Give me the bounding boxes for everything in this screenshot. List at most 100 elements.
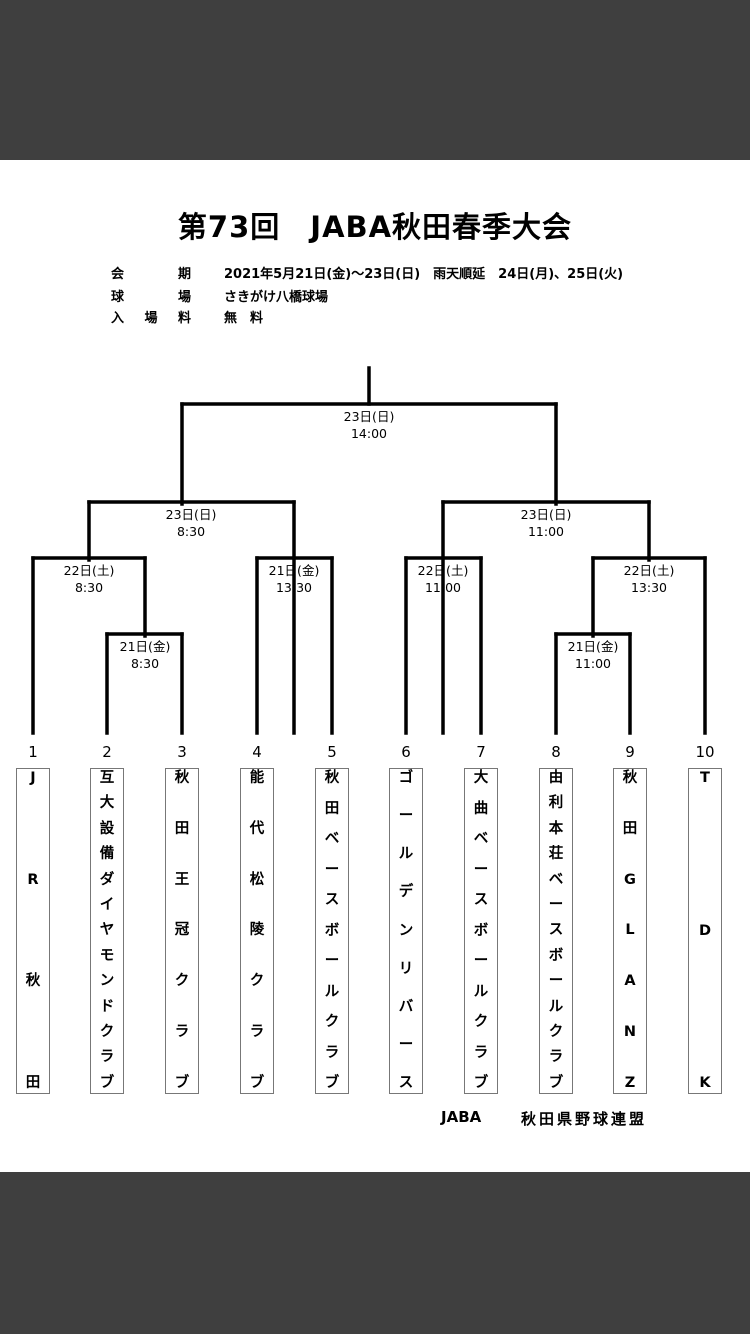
team-name-char: 本 [548, 820, 564, 837]
team-name-char: ラ [473, 1044, 489, 1061]
team-name-char: デ [398, 884, 414, 901]
stadium-label: 球場 [111, 290, 191, 305]
team-name-box-8: 由利本荘ベースボールクラブ [539, 768, 573, 1094]
period-value: 2021年5月21日(金)～23日(日) 雨天順延 24日(月)、25日(火) [224, 267, 624, 282]
stadium-value: さきがけ八橋球場 [224, 290, 329, 305]
team-name-char: ブ [249, 1074, 265, 1091]
team-name-box-5: 秋田ベースボールクラブ [315, 768, 349, 1094]
team-name-char: 王 [174, 871, 190, 888]
team-name-char: 由 [548, 770, 564, 786]
team-name-char: 秋 [25, 973, 41, 990]
match-time-final: 14:00 [351, 426, 387, 441]
match-date-r1-left: 21日(金) [120, 639, 171, 654]
page-title: 第73回 JABA秋田春季大会 [177, 210, 573, 244]
team-name-char: ブ [174, 1074, 190, 1091]
period-label: 会期 [111, 267, 191, 282]
team-name-char: J [30, 770, 36, 786]
team-name-char: ベ [324, 831, 340, 847]
team-name-char: ー [473, 861, 489, 878]
team-name-char: ブ [324, 1075, 340, 1091]
footer-org-federation: 秋田県野球連盟 [521, 1110, 648, 1128]
team-name-char: ー [324, 861, 340, 878]
team-name-char: Z [624, 1074, 636, 1091]
team-name-char: 冠 [174, 922, 190, 939]
team-number-8: 8 [551, 743, 561, 761]
team-name-char: 秋 [622, 770, 638, 786]
team-name-char: ク [99, 1024, 115, 1041]
team-name-char: R [27, 871, 39, 888]
team-name-char: ラ [99, 1049, 115, 1066]
team-name-char: 秋 [324, 770, 340, 786]
match-time-semi-right: 11:00 [528, 524, 564, 539]
team-name-char: ス [473, 892, 489, 908]
team-name-box-2: 互大設備ダイヤモンドクラブ [90, 768, 124, 1094]
team-name-char: ー [473, 953, 489, 969]
match-time-r1-left: 8:30 [131, 656, 159, 671]
team-name-char: ン [398, 922, 414, 939]
team-name-char: 荘 [548, 846, 564, 863]
team-name-char: 互 [99, 770, 115, 786]
footer-org-jaba: JABA [441, 1108, 482, 1126]
tournament-sheet: 第73回 JABA秋田春季大会 会期 2021年5月21日(金)～23日(日) … [0, 160, 750, 1172]
team-name-char: ル [324, 983, 340, 1000]
team-name-char: 田 [174, 820, 190, 837]
team-name-char: ボ [473, 922, 489, 939]
team-name-char: ラ [548, 1049, 564, 1066]
team-name-char: リ [398, 960, 414, 977]
team-number-10: 10 [695, 743, 714, 761]
match-time-r2-2: 13:30 [276, 580, 312, 595]
team-name-char: ク [174, 973, 190, 990]
team-name-box-4: 能代松陵クラブ [240, 768, 274, 1094]
team-name-char: ク [324, 1014, 340, 1030]
team-name-char: L [625, 922, 635, 939]
admission-label: 入場料 [111, 311, 191, 326]
team-name-char: ラ [174, 1024, 190, 1041]
team-name-box-6: ゴールデンリバース [389, 768, 423, 1094]
team-name-box-7: 大曲ベースボールクラブ [464, 768, 498, 1094]
admission-value: 無 料 [224, 311, 264, 326]
team-name-char: ゴ [398, 770, 414, 786]
team-name-char: ベ [548, 871, 564, 888]
match-date-r2-1: 22日(土) [64, 563, 115, 578]
team-name-char: ー [548, 897, 564, 914]
team-name-char: ド [99, 998, 115, 1015]
team-number-6: 6 [401, 743, 411, 761]
team-name-char: ブ [548, 1074, 564, 1091]
team-name-char: 大 [473, 770, 489, 786]
match-date-r2-3: 22日(土) [418, 563, 469, 578]
team-name-char: モ [99, 947, 115, 964]
team-name-char: ー [548, 973, 564, 990]
team-name-char: ル [398, 846, 414, 863]
team-name-char: ボ [324, 922, 340, 939]
team-name-char: 大 [99, 795, 115, 812]
team-name-char: 利 [548, 795, 564, 812]
team-name-char: ク [473, 1014, 489, 1030]
team-number-2: 2 [102, 743, 112, 761]
team-name-char: ル [548, 998, 564, 1015]
team-name-char: ン [99, 973, 115, 990]
team-name-char: ク [548, 1024, 564, 1041]
team-number-4: 4 [252, 743, 262, 761]
team-number-7: 7 [476, 743, 486, 761]
match-time-r2-4: 13:30 [631, 580, 667, 595]
team-name-char: ク [249, 973, 265, 990]
team-name-char: ダ [99, 871, 115, 888]
team-number-5: 5 [327, 743, 337, 761]
team-name-char: ブ [99, 1074, 115, 1091]
team-name-char: 秋 [174, 770, 190, 786]
match-date-r2-2: 21日(金) [269, 563, 320, 578]
team-name-char: 田 [324, 800, 340, 817]
team-number-1: 1 [28, 743, 38, 761]
team-name-box-3: 秋田王冠クラブ [165, 768, 199, 1094]
team-name-char: 能 [249, 770, 265, 786]
team-name-char: 松 [249, 871, 265, 888]
team-name-char: ブ [473, 1075, 489, 1091]
team-name-char: D [698, 922, 712, 939]
team-name-char: ス [398, 1075, 414, 1091]
team-name-char: ボ [548, 947, 564, 964]
team-name-char: 田 [622, 820, 638, 837]
team-name-char: A [624, 973, 636, 990]
